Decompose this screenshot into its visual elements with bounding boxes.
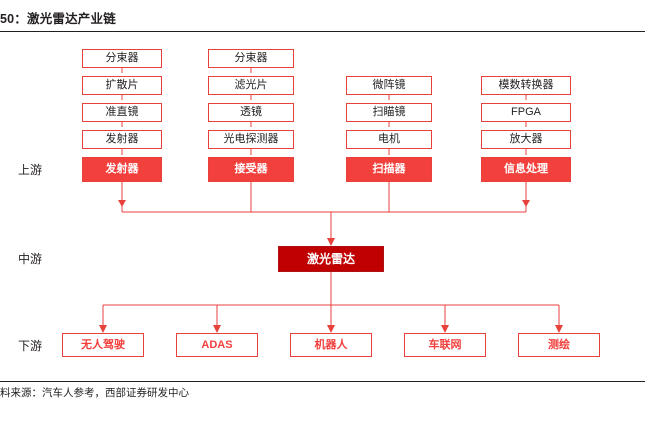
upstream-item-c4-3[interactable]: 放大器 [481, 130, 571, 149]
tier-label-midstream: 中游 [18, 252, 43, 266]
upstream-item-c2-4[interactable]: 光电探测器 [208, 130, 294, 149]
upstream-item-c1-1[interactable]: 分束器 [82, 49, 162, 68]
downstream-item-iov[interactable]: 车联网 [404, 333, 486, 357]
midstream-lidar[interactable]: 激光雷达 [278, 246, 384, 272]
upstream-item-c4-2[interactable]: FPGA [481, 103, 571, 122]
downstream-item-autonomous-driving[interactable]: 无人驾驶 [62, 333, 144, 357]
downstream-item-adas[interactable]: ADAS [176, 333, 258, 357]
upstream-summary-emitter[interactable]: 发射器 [82, 157, 162, 182]
upstream-item-c1-3[interactable]: 准直镜 [82, 103, 162, 122]
downstream-item-surveying[interactable]: 测绘 [518, 333, 600, 357]
page-title: 50：激光雷达产业链 [0, 12, 116, 26]
upstream-item-c2-1[interactable]: 分束器 [208, 49, 294, 68]
upstream-item-c2-3[interactable]: 透镜 [208, 103, 294, 122]
tier-label-downstream: 下游 [18, 339, 43, 353]
upstream-item-c1-2[interactable]: 扩散片 [82, 76, 162, 95]
upstream-item-c3-3[interactable]: 电机 [346, 130, 432, 149]
footer-divider [0, 381, 645, 382]
downstream-item-robot[interactable]: 机器人 [290, 333, 372, 357]
upstream-item-c2-2[interactable]: 滤光片 [208, 76, 294, 95]
title-divider [0, 31, 645, 32]
upstream-item-c3-2[interactable]: 扫瞄镜 [346, 103, 432, 122]
source-note: 料来源：汽车人参考，西部证券研发中心 [0, 387, 189, 399]
upstream-summary-receiver[interactable]: 接受器 [208, 157, 294, 182]
upstream-item-c3-1[interactable]: 微阵镜 [346, 76, 432, 95]
upstream-summary-processing[interactable]: 信息处理 [481, 157, 571, 182]
upstream-summary-scanner[interactable]: 扫描器 [346, 157, 432, 182]
upstream-item-c4-1[interactable]: 模数转换器 [481, 76, 571, 95]
tier-label-upstream: 上游 [18, 163, 43, 177]
upstream-item-c1-4[interactable]: 发射器 [82, 130, 162, 149]
